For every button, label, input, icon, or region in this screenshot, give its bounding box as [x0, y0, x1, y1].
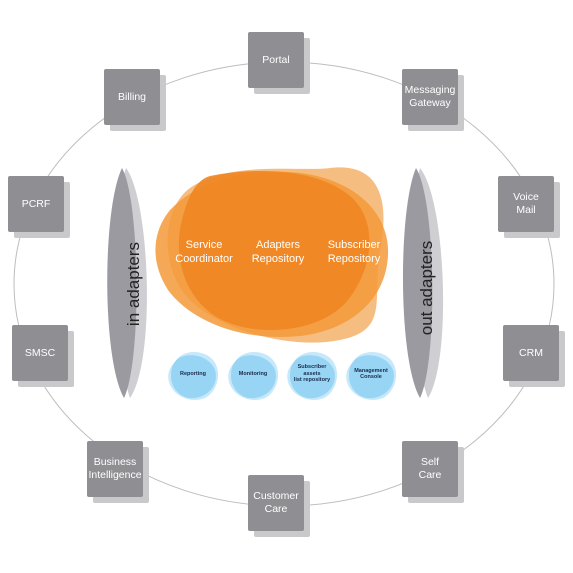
- node-label: Messaging Gateway: [404, 84, 456, 109]
- tool-label: Reporting: [180, 370, 206, 377]
- node-label: Billing: [117, 90, 146, 103]
- node-face: Self Care: [402, 441, 458, 497]
- out-adapters-shape: [402, 168, 444, 398]
- node-face: Portal: [248, 32, 304, 88]
- node-face: Customer Care: [248, 475, 304, 531]
- tool-subscriber-assets[interactable]: Subscriber assets list repository: [284, 346, 340, 402]
- node-face: SMSC: [12, 325, 68, 381]
- node-label: Portal: [262, 53, 290, 66]
- tool-reporting[interactable]: Reporting: [165, 346, 221, 402]
- node-label: Self Care: [418, 456, 442, 481]
- node-smsc[interactable]: SMSC: [12, 325, 74, 387]
- node-face: Business Intelligence: [87, 441, 143, 497]
- node-face: Billing: [104, 69, 160, 125]
- node-customer-care[interactable]: Customer Care: [248, 475, 310, 537]
- node-face: Messaging Gateway: [402, 69, 458, 125]
- tool-blob-icon: [346, 352, 397, 401]
- node-billing[interactable]: Billing: [104, 69, 166, 131]
- core-label-subscriber-repository: Subscriber Repository: [327, 239, 381, 265]
- tool-blob-icon: [168, 352, 219, 401]
- in-adapters-shape: [107, 168, 147, 398]
- tool-monitoring[interactable]: Monitoring: [225, 346, 281, 402]
- node-label: PCRF: [21, 197, 51, 210]
- core-label-adapters-repository: Adapters Repository: [251, 239, 305, 265]
- node-portal[interactable]: Portal: [248, 32, 310, 94]
- core-label-service-coordinator: Service Coordinator: [175, 239, 233, 265]
- node-messaging-gateway[interactable]: Messaging Gateway: [402, 69, 464, 131]
- in-adapters-label: in adapters: [124, 241, 143, 327]
- node-self-care[interactable]: Self Care: [402, 441, 464, 503]
- tool-management-console[interactable]: Management Console: [343, 346, 399, 402]
- out-adapters-label: out adapters: [417, 240, 436, 336]
- node-face: CRM: [503, 325, 559, 381]
- node-label: Voice Mail: [513, 191, 539, 216]
- node-voice-mail[interactable]: Voice Mail: [498, 176, 560, 238]
- node-pcrf[interactable]: PCRF: [8, 176, 70, 238]
- tool-blob-icon: [287, 352, 338, 401]
- node-label: Customer Care: [253, 490, 299, 515]
- node-label: SMSC: [24, 346, 56, 359]
- core-blob-front: [178, 170, 370, 331]
- tool-label: Management Console: [354, 367, 388, 381]
- tool-label: Monitoring: [238, 370, 268, 377]
- node-label: CRM: [519, 346, 543, 359]
- tool-label: Subscriber assets list repository: [293, 364, 331, 384]
- tool-blob-icon: [228, 352, 279, 401]
- node-face: Voice Mail: [498, 176, 554, 232]
- node-face: PCRF: [8, 176, 64, 232]
- node-label: Business Intelligence: [88, 456, 142, 481]
- core-blobs: [155, 167, 389, 343]
- node-crm[interactable]: CRM: [503, 325, 565, 387]
- node-business-intelligence[interactable]: Business Intelligence: [87, 441, 149, 503]
